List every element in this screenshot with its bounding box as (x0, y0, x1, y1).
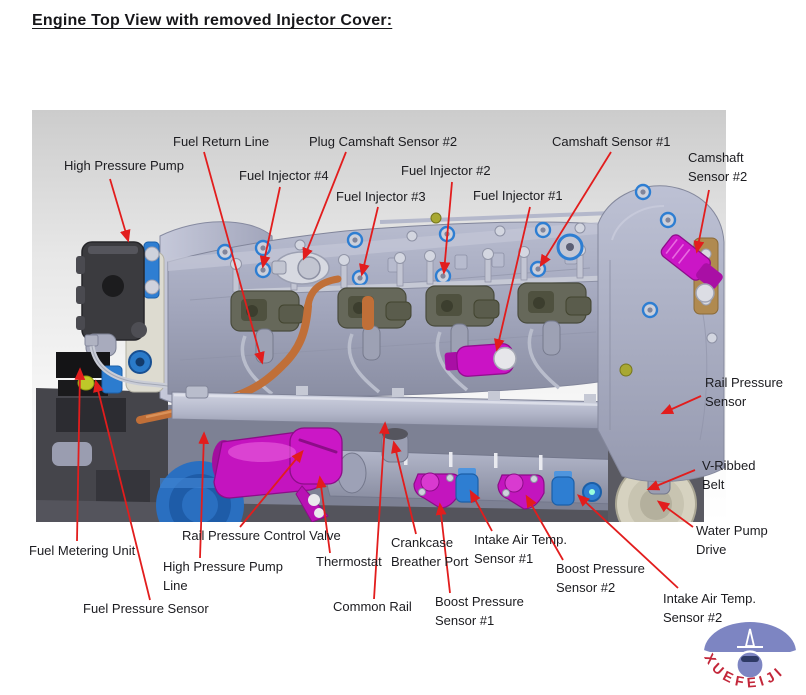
label-fuel-return-line: Fuel Return Line (173, 134, 270, 149)
label-high-pressure-pump-line: High Pressure Pump Line (163, 559, 283, 593)
page-title: Engine Top View with removed Injector Co… (32, 12, 393, 29)
label-camshaft-sensor-1: Camshaft Sensor #1 (552, 134, 671, 149)
callout-lines (74, 151, 710, 601)
label-boost-pressure-sensor-1: Boost Pressure Sensor #1 (435, 594, 524, 628)
label-fuel-pressure-sensor: Fuel Pressure Sensor (83, 601, 209, 616)
label-high-pressure-pump: High Pressure Pump (64, 158, 184, 173)
label-v-ribbed-belt: V-Ribbed Belt (702, 458, 756, 492)
front-cover (597, 183, 725, 483)
label-intake-air-temp-sensor-1: Intake Air Temp. Sensor #1 (474, 532, 567, 566)
label-fuel-injector-2: Fuel Injector #2 (401, 163, 491, 178)
thermostat-part (212, 427, 343, 522)
airplane-icon (702, 628, 798, 680)
label-rail-pressure-control-valve: Rail Pressure Control Valve (182, 528, 341, 543)
label-fuel-injector-4: Fuel Injector #4 (239, 168, 329, 183)
label-fuel-metering-unit: Fuel Metering Unit (29, 543, 136, 558)
label-common-rail: Common Rail (333, 599, 412, 614)
label-boost-pressure-sensor-2: Boost Pressure Sensor #2 (556, 561, 645, 595)
label-fuel-injector-3: Fuel Injector #3 (336, 189, 426, 204)
label-rail-pressure-sensor: Rail Pressure Sensor (705, 375, 784, 409)
plug-camshaft-sensor-2-part (271, 251, 330, 285)
label-camshaft-sensor-2: Camshaft Sensor #2 (688, 150, 748, 184)
watermark-logo: XUEFEIJI (701, 622, 798, 691)
camshaft-sensor-1-part (556, 233, 584, 261)
label-water-pump-drive: Water Pump Drive (696, 523, 768, 557)
common-rail-part (171, 385, 659, 431)
label-plug-camshaft-sensor-2: Plug Camshaft Sensor #2 (309, 134, 458, 149)
fuel-injectors (230, 282, 592, 396)
label-thermostat: Thermostat (316, 554, 382, 569)
label-fuel-injector-1: Fuel Injector #1 (473, 188, 563, 203)
label-intake-air-temp-sensor-2: Intake Air Temp. Sensor #2 (663, 591, 756, 625)
label-crankcase-breather-port: Crankcase Breather Port (391, 535, 469, 569)
